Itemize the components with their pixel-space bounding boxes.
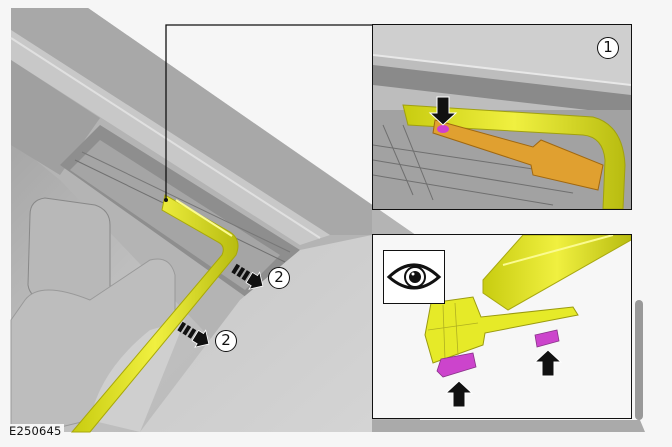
up-arrow-right — [533, 349, 563, 377]
callout-1: 1 — [597, 37, 619, 59]
release-arrow-lower — [177, 321, 210, 348]
release-arrow-upper — [231, 263, 264, 290]
detail-bottom-illustration — [424, 235, 631, 408]
callout-2-lower: 2 — [215, 330, 237, 352]
detail-panel-top: 1 — [372, 24, 632, 210]
eye-icon-box — [383, 250, 445, 304]
figure-id: E250645 — [7, 424, 64, 438]
eye-icon — [386, 263, 442, 290]
detail-panel-bottom — [372, 234, 632, 419]
down-arrow — [428, 96, 458, 126]
up-arrow-left — [444, 380, 474, 408]
detail-top-illustration — [373, 25, 631, 209]
callout-2-upper: 2 — [268, 267, 290, 289]
